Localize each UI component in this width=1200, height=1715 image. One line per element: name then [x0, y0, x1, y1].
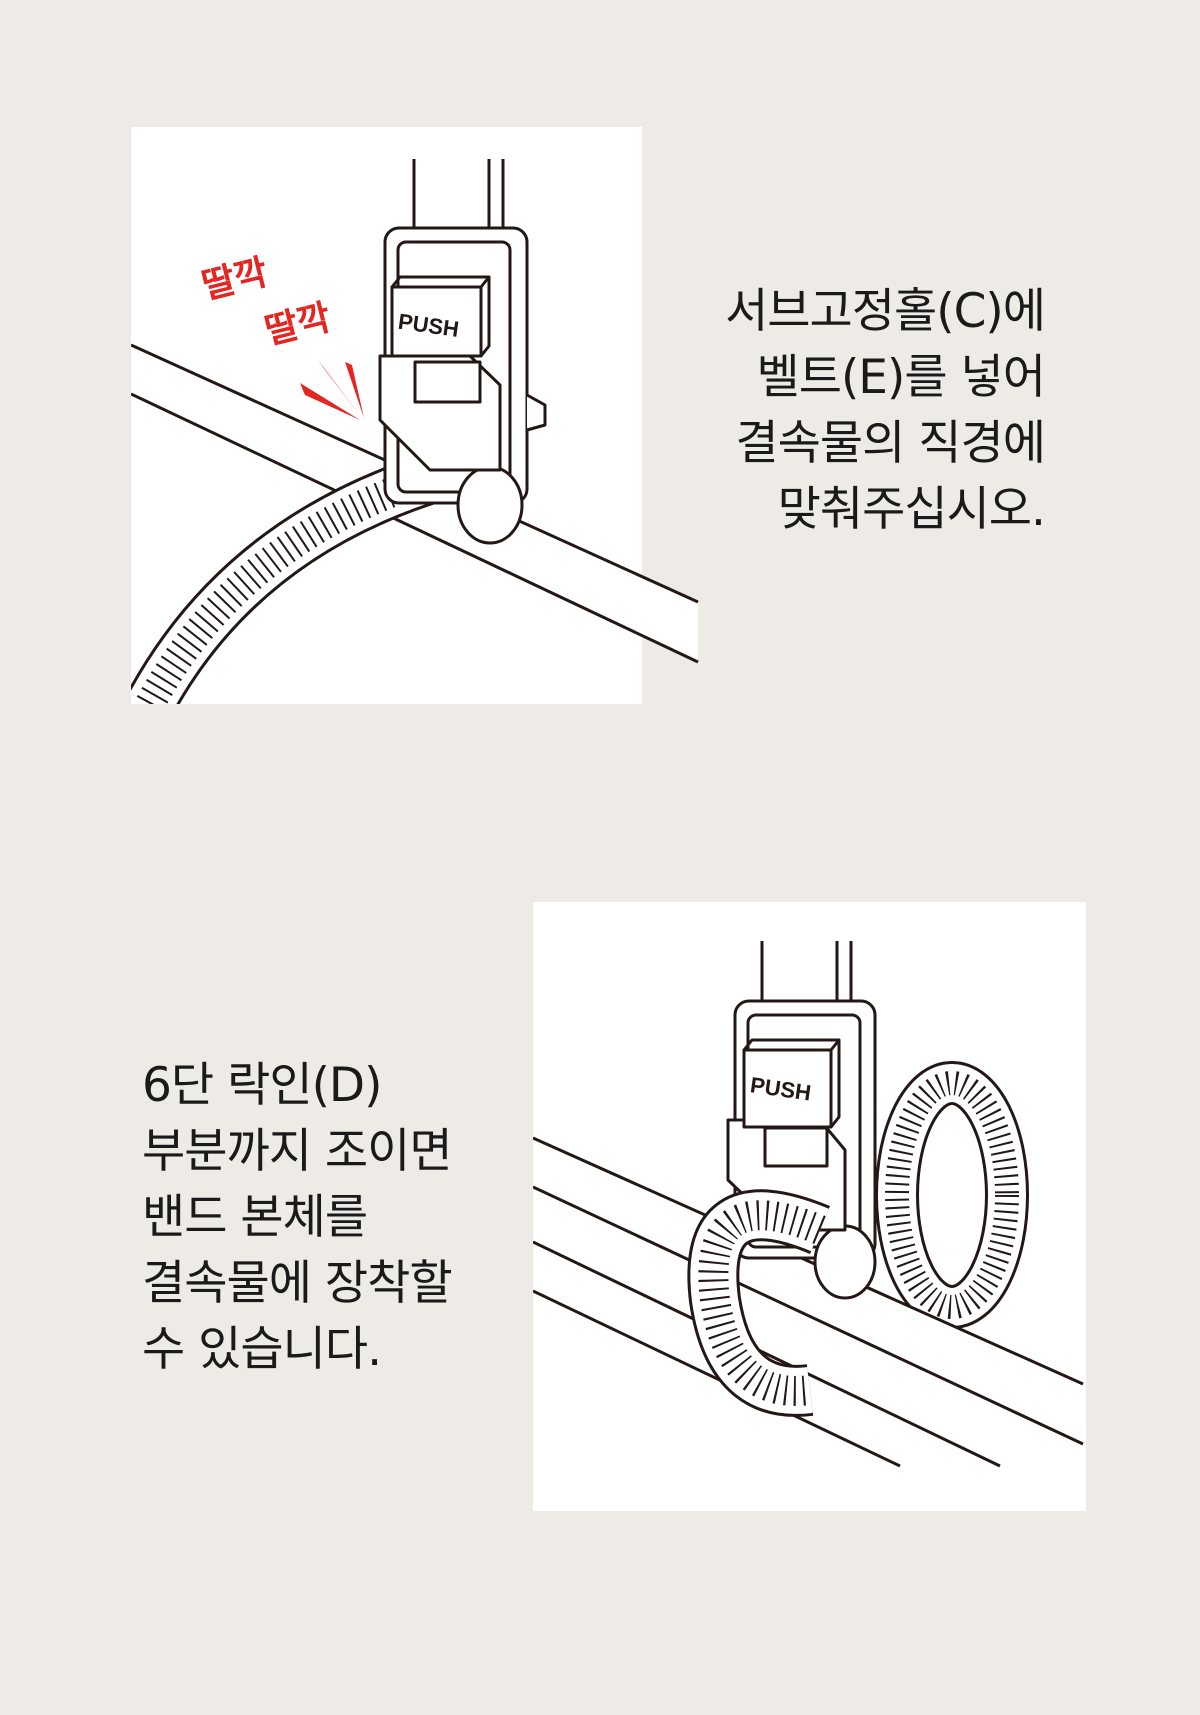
push-button [390, 285, 483, 358]
instruction-line: 벨트(E)를 넣어 [756, 350, 1046, 405]
step1-instruction: 서브고정홀(C)에 벨트(E)를 넣어 결속물의 직경에 맞춰주십시오. [725, 279, 1046, 543]
sound-effect-text: 딸깍 [261, 297, 335, 353]
instruction-line: 수 있습니다. [142, 1322, 382, 1377]
instruction-line: 밴드 본체를 [142, 1190, 368, 1245]
cable-tie-illustration-step2: PUSH [533, 941, 1084, 1468]
cable-tie-illustration-step1: PUSH [131, 159, 699, 704]
instruction-line: 결속물의 직경에 [735, 416, 1046, 471]
cable-line [131, 392, 699, 664]
push-button [742, 1048, 833, 1129]
instruction-line: 결속물에 장착할 [142, 1256, 453, 1311]
step2-instruction: 6단 락인(D) 부분까지 조이면 밴드 본체를 결속물에 장착할 수 있습니다… [142, 1053, 453, 1383]
instruction-line: 부분까지 조이면 [142, 1124, 453, 1179]
click-burst-icon [300, 360, 364, 420]
instruction-line: 서브고정홀(C)에 [725, 284, 1046, 339]
instruction-line: 6단 락인(D) [142, 1058, 382, 1113]
instruction-line: 맞춰주십시오. [777, 482, 1046, 537]
sound-effect-text: 딸깍 [198, 252, 272, 308]
